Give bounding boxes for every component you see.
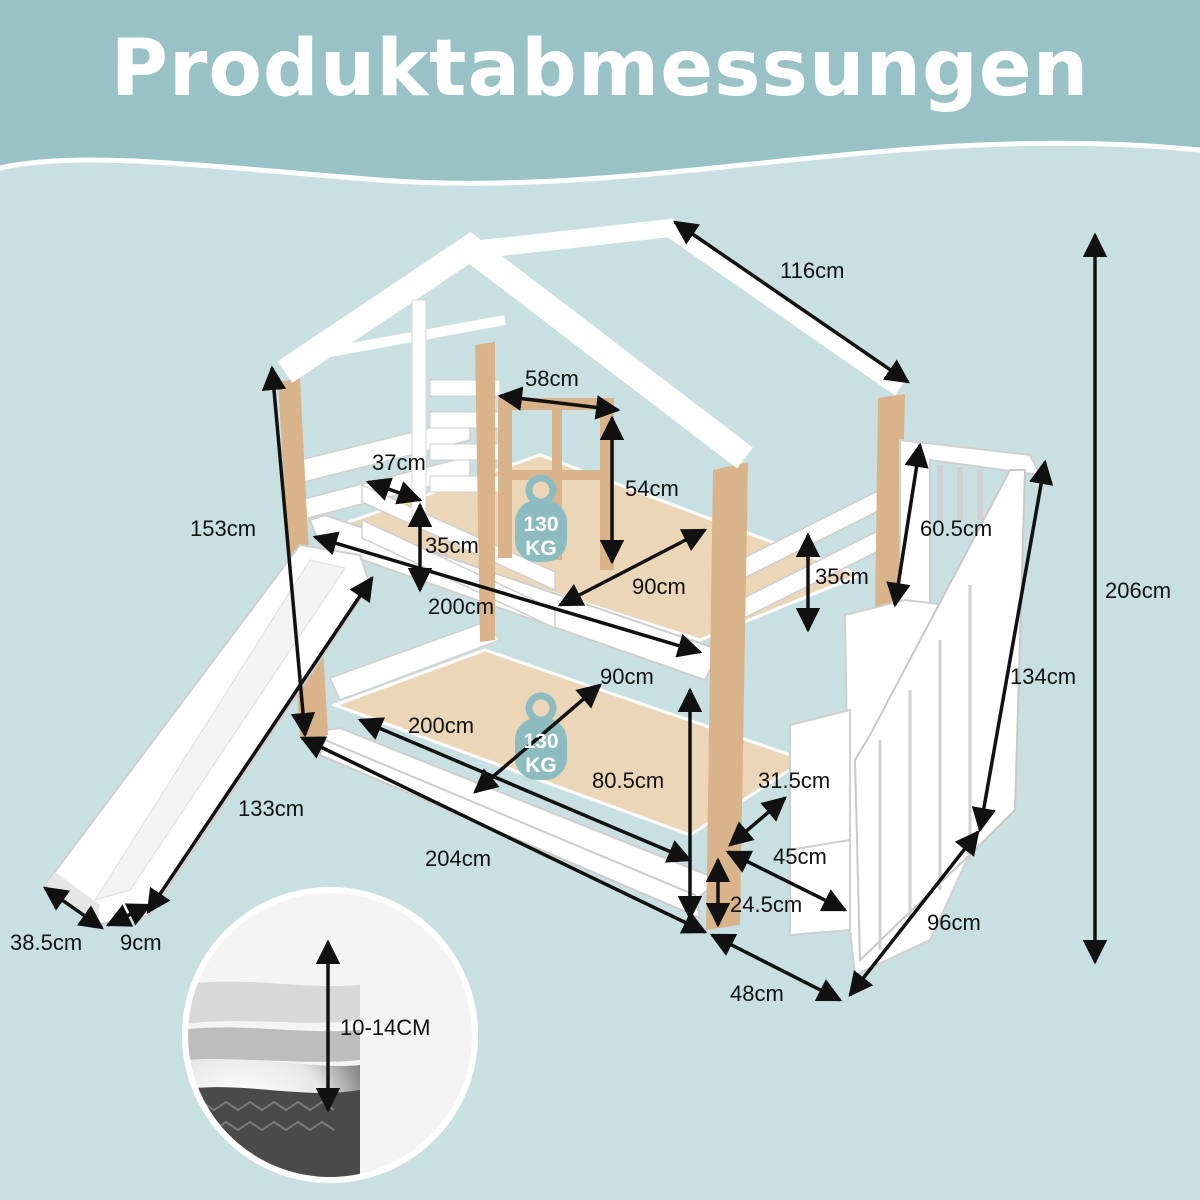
label-total-height: 206cm (1105, 578, 1172, 603)
arrow-37 (365, 477, 423, 505)
label-total-length: 204cm (425, 846, 492, 871)
label-upper-rail-height: 35cm (425, 533, 479, 558)
bunk-bed-illustration (43, 218, 1042, 977)
weight-badge-lower-value: 130 (523, 730, 559, 753)
label-window-width: 58cm (525, 366, 579, 391)
page-title: Produktabmessungen (110, 24, 1090, 114)
label-stair-height: 134cm (1010, 664, 1077, 689)
label-slide-end: 9cm (120, 930, 162, 955)
title-banner (0, 0, 1200, 184)
label-upper-side-rail-height: 35cm (815, 564, 869, 589)
arrow-60-5 (886, 442, 929, 608)
label-step-height: 24.5cm (730, 892, 803, 917)
label-window-height: 54cm (625, 476, 679, 501)
roof-ridge (469, 221, 671, 255)
weight-badge-upper-unit: KG (525, 537, 557, 560)
dimension-arrows (42, 220, 1108, 1113)
arrow-90-upper (557, 528, 708, 607)
label-mattress-height: 10-14CM (340, 1015, 431, 1040)
label-stair-top-height: 60.5cm (920, 516, 993, 541)
arrow-45 (725, 850, 848, 912)
label-upper-width: 90cm (632, 574, 686, 599)
banner-wave-line (0, 140, 1200, 186)
arrow-96 (848, 830, 980, 997)
label-lower-post-height: 80.5cm (592, 768, 665, 793)
label-stair-length: 96cm (927, 910, 981, 935)
roof-front (277, 232, 753, 469)
label-lower-length: 200cm (408, 713, 475, 738)
label-total-height-front: 153cm (190, 516, 257, 541)
arrow-48 (709, 933, 843, 1002)
label-stair-width: 48cm (730, 981, 784, 1006)
weight-badge-lower-unit: KG (525, 754, 557, 777)
label-slide-length: 133cm (238, 796, 305, 821)
arrow-134 (971, 459, 1054, 833)
label-upper-length: 200cm (428, 594, 495, 619)
arrow-9 (105, 903, 153, 927)
arrow-31-5 (728, 796, 787, 847)
mattress-inset (182, 887, 478, 1183)
label-slide-width: 38.5cm (10, 930, 83, 955)
arrow-133 (146, 575, 374, 915)
arrow-116 (672, 220, 911, 384)
label-step-depth: 31.5cm (758, 768, 831, 793)
roof-side-post (411, 299, 427, 521)
label-upper-rail-width: 37cm (372, 450, 426, 475)
label-roof-depth: 116cm (780, 258, 845, 283)
arrow-200-upper (312, 531, 703, 658)
arrow-58 (497, 386, 621, 420)
weight-badge-upper-value: 130 (523, 513, 559, 536)
arrow-38-5 (42, 886, 105, 930)
label-lower-width: 90cm (600, 664, 654, 689)
label-step-width: 45cm (773, 844, 827, 869)
